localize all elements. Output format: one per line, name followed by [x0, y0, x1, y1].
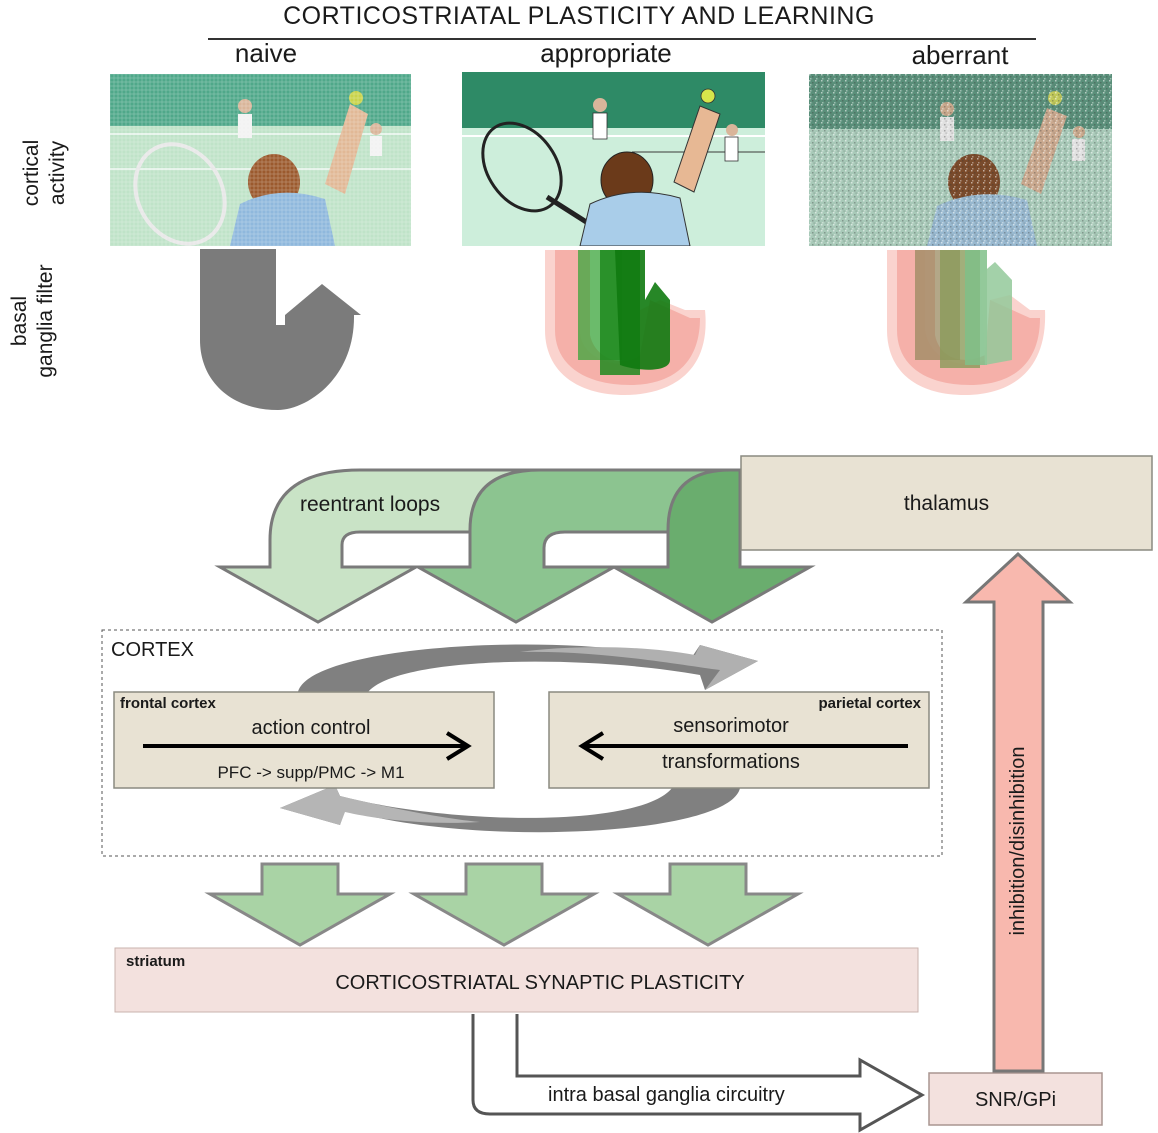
action-control-arrow [143, 731, 472, 761]
frontal-cortex-label: frontal cortex [120, 695, 216, 712]
cortex-box [101, 629, 943, 857]
title-divider [208, 38, 1036, 40]
column-label-aberrant: aberrant [911, 40, 1009, 70]
striatum-box [114, 947, 919, 1013]
cortex-cycle-arrow-bottom [280, 785, 740, 833]
striatum-plasticity-label: CORTICOSTRIATAL SYNAPTIC PLASTICITY [335, 972, 745, 994]
sensorimotor-arrow [578, 731, 908, 761]
snr-gpi-box [928, 1072, 1103, 1126]
intra-bg-arrow [471, 1014, 926, 1133]
cortex-cycle-arrow-bottom-light [280, 785, 480, 825]
intra-bg-label: intra basal ganglia circuitry [548, 1084, 785, 1106]
cortex-striatum-arrows [204, 862, 804, 947]
striatum-region-label: striatum [126, 953, 186, 970]
aberrant-filter-arrows [887, 250, 1046, 395]
frontal-cortex-box [113, 691, 495, 789]
sensorimotor-label: sensorimotor [673, 715, 789, 737]
snr-gpi-label: SNR/GPi [974, 1089, 1057, 1111]
column-label-naive: naive [234, 38, 298, 68]
parietal-cortex-box [548, 691, 930, 789]
frontal-pathway-label: PFC -> supp/PMC -> M1 [217, 763, 405, 782]
cortex-cycle-arrow-top-light [520, 645, 758, 690]
transformations-label: transformations [662, 751, 800, 773]
inhibition-label: inhibition/disinhibition [1007, 746, 1029, 936]
parietal-cortex-label: parietal cortex [818, 695, 921, 712]
cortex-label: CORTEX [111, 639, 194, 661]
figure-title: CORTICOSTRIATAL PLASTICITY AND LEARNING [283, 2, 875, 30]
column-label-appropriate: appropriate [540, 38, 672, 68]
thalamus-box [740, 455, 1153, 551]
appropriate-tennis-image [462, 72, 765, 246]
aberrant-tennis-image [809, 74, 1112, 246]
thalamus-label: thalamus [903, 492, 990, 515]
naive-tennis-image [110, 74, 411, 246]
appropriate-filter-arrows [545, 250, 706, 395]
naive-filter-arrow [200, 249, 361, 410]
action-control-label: action control [251, 717, 371, 739]
reentrant-loop-arrows [214, 468, 816, 624]
reentrant-loops-label: reentrant loops [300, 493, 441, 516]
inhibition-arrow [962, 551, 1074, 1073]
